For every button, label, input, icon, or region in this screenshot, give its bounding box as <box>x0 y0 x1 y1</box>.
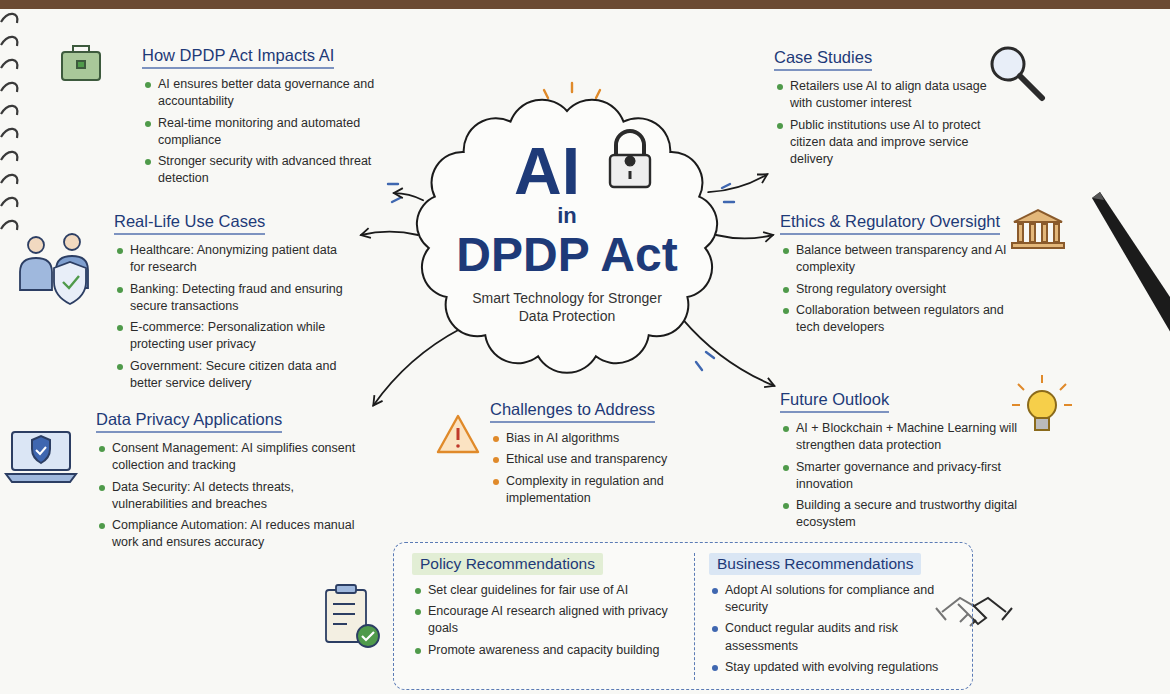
arrow-connector <box>683 319 775 386</box>
cloud-shape <box>417 100 717 373</box>
section-heading: Data Privacy Applications <box>96 410 282 433</box>
bullet-point: Promote awareness and capacity building <box>412 642 692 659</box>
bullet-point: Stay updated with evolving regulations <box>709 659 962 676</box>
spiral-ring <box>1 198 17 207</box>
section-heading: Ethics & Regulatory Oversight <box>780 212 1000 235</box>
bullet-point: Building a secure and trustworthy digita… <box>780 497 1035 532</box>
spiral-ring <box>1 106 17 115</box>
bullet-point: Government: Secure citizen data and bett… <box>114 358 354 393</box>
section-heading: Challenges to Address <box>490 400 655 423</box>
spiral-ring <box>1 152 17 161</box>
clipboard-icon <box>326 585 379 647</box>
bullet-point: Encourage AI research aligned with priva… <box>412 603 692 638</box>
spiral-binding <box>1 14 17 230</box>
topic-section: Data Privacy ApplicationsConsent Managem… <box>96 410 368 556</box>
bullet-point: AI ensures better data governance and ac… <box>142 76 387 111</box>
wood-edge <box>0 0 1170 9</box>
section-heading: Policy Recommendations <box>412 553 603 575</box>
people-icon <box>20 234 88 304</box>
bullet-point: E-commerce: Personalization while protec… <box>114 319 354 354</box>
lock-icon <box>610 131 650 187</box>
section-heading: How DPDP Act Impacts AI <box>142 46 334 69</box>
cloud-title: in <box>557 204 577 228</box>
bullet-point: Strong regulatory oversight <box>780 281 1010 298</box>
bullet-point: Bias in AI algorithms <box>490 430 702 447</box>
bullet-point: Real-time monitoring and automated compl… <box>142 115 387 150</box>
topic-section: Challenges to AddressBias in AI algorith… <box>490 400 702 511</box>
bullet-point: Smarter governance and privacy-first inn… <box>780 459 1035 494</box>
cloud-title: AI <box>514 138 580 204</box>
bullet-point: Healthcare: Anonymizing patient data for… <box>114 242 354 277</box>
spiral-ring <box>1 221 17 230</box>
recommendation-section: Business RecommendationsAdopt AI solutio… <box>694 553 962 680</box>
arrow-connector <box>708 174 767 192</box>
bullet-point: Conduct regular audits and risk assessme… <box>709 620 962 655</box>
bullet-point: Balance between transparency and AI comp… <box>780 242 1010 277</box>
section-heading: Business Recommendations <box>709 553 921 575</box>
bullet-point: Stronger security with advanced threat d… <box>142 153 387 188</box>
warning-icon <box>438 416 478 452</box>
recommendation-section: Policy RecommendationsSet clear guidelin… <box>412 553 692 663</box>
arrow-connector <box>361 232 418 235</box>
bullet-point: Data Security: AI detects threats, vulne… <box>96 479 368 514</box>
bullet-point: Retailers use AI to align data usage wit… <box>774 78 1006 113</box>
bullet-point: Compliance Automation: AI reduces manual… <box>96 517 368 552</box>
bullet-point: Set clear guidelines for fair use of AI <box>412 582 692 599</box>
bullet-point: Collaboration between regulators and tec… <box>780 302 1010 337</box>
briefcase-icon <box>62 46 100 80</box>
recommendations-box: Policy RecommendationsSet clear guidelin… <box>393 542 973 690</box>
spiral-ring <box>1 14 17 23</box>
topic-section: Ethics & Regulatory OversightBalance bet… <box>780 212 1010 340</box>
paper <box>0 9 1170 694</box>
topic-section: Future Outlook AI + Blockchain + Machine … <box>780 390 1035 536</box>
spiral-ring <box>1 175 17 184</box>
spiral-ring <box>1 60 17 69</box>
cloud-subtitle: Smart Technology for Stronger Data Prote… <box>467 289 667 325</box>
central-cloud: AIinDPDP ActSmart Technology for Stronge… <box>412 95 722 375</box>
bullet-point: Banking: Detecting fraud and ensuring se… <box>114 281 354 316</box>
bullet-point: Consent Management: AI simplifies consen… <box>96 440 368 475</box>
spiral-ring <box>1 83 17 92</box>
section-heading: Case Studies <box>774 48 872 71</box>
bank-icon <box>1012 210 1064 248</box>
arrow-connector <box>394 193 423 200</box>
bullet-point: Public institutions use AI to protect ci… <box>774 117 1006 169</box>
cloud-title: DPDP Act <box>456 229 677 282</box>
topic-section: How DPDP Act Impacts AI AI ensures better… <box>142 46 387 192</box>
section-heading: Future Outlook <box>780 390 889 413</box>
arrow-connector <box>716 235 773 238</box>
bullet-point: AI + Blockchain + Machine Learning will … <box>780 420 1035 455</box>
topic-section: Case StudiesRetailers use AI to align da… <box>774 48 1006 172</box>
laptop-icon <box>6 432 76 482</box>
topic-section: Real-Life Use CasesHealthcare: Anonymizi… <box>114 212 354 396</box>
spiral-ring <box>1 37 17 46</box>
lightbulb-icon <box>1012 375 1072 430</box>
arrow-connector <box>373 329 460 406</box>
bullet-point: Ethical use and transparency <box>490 451 702 468</box>
section-heading: Real-Life Use Cases <box>114 212 265 235</box>
bullet-point: Complexity in regulation and implementat… <box>490 473 702 508</box>
magnifier-icon <box>992 48 1042 98</box>
bullet-point: Adopt AI solutions for compliance and se… <box>709 582 962 617</box>
spiral-ring <box>1 129 17 138</box>
pen <box>1092 192 1170 335</box>
